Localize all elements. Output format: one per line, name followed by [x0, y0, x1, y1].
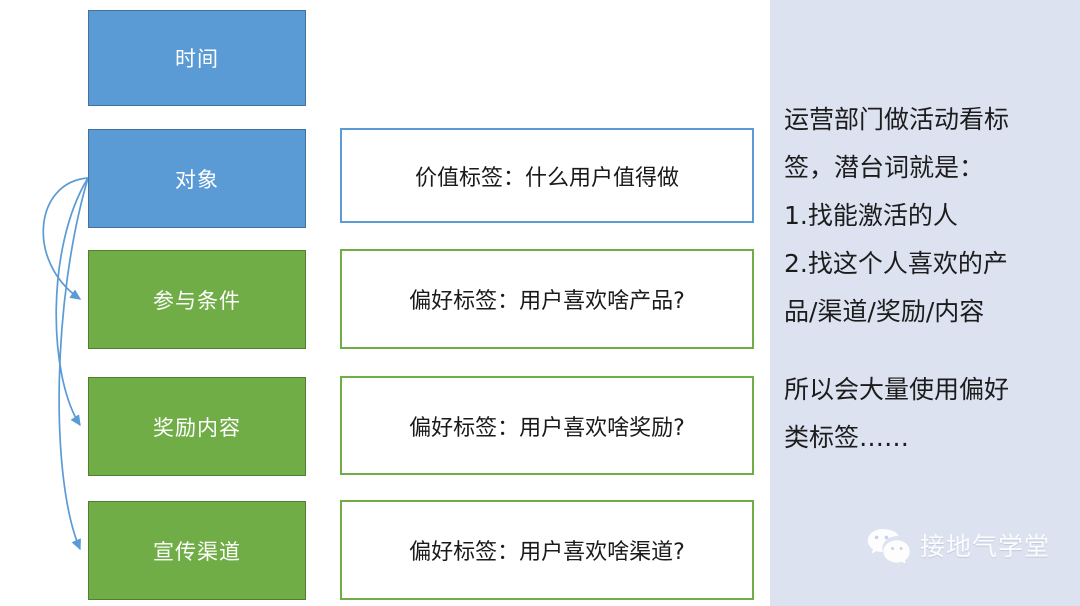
- note-line: 1.找能激活的人: [784, 201, 958, 230]
- note-line: 品/渠道/奖励/内容: [784, 297, 985, 326]
- arrow-to-xuanchuanqudao: [58, 177, 89, 551]
- arrow-to-canyutiaojian: [42, 177, 89, 300]
- note-line: 2.找这个人喜欢的产: [784, 249, 1008, 278]
- arrow-to-jianglineirong: [55, 177, 89, 427]
- detail-box-preference-tag-channel[interactable]: 偏好标签：用户喜欢啥渠道?: [340, 500, 754, 600]
- note-spacer: [784, 336, 1058, 366]
- note-line: 类标签……: [784, 423, 910, 452]
- wechat-icon: [866, 527, 912, 563]
- stage-label: 参与条件: [153, 288, 241, 313]
- stage-label: 宣传渠道: [153, 539, 241, 564]
- detail-text: 偏好标签：用户喜欢啥奖励?: [409, 415, 685, 441]
- detail-text: 偏好标签：用户喜欢啥产品?: [409, 289, 685, 314]
- stage-box-duixiang[interactable]: 对象: [88, 129, 306, 228]
- note-line: 所以会大量使用偏好: [784, 375, 1010, 404]
- stage-label: 时间: [175, 47, 219, 71]
- stage-box-xuanchuanqudao[interactable]: 宣传渠道: [88, 501, 306, 600]
- detail-box-preference-tag-reward[interactable]: 偏好标签：用户喜欢啥奖励?: [340, 376, 754, 475]
- arrow-group: [42, 177, 89, 551]
- stage-label: 奖励内容: [153, 415, 241, 440]
- sidebar-note-panel: 运营部门做活动看标 签，潜台词就是： 1.找能激活的人 2.找这个人喜欢的产 品…: [770, 0, 1080, 606]
- stage-label: 对象: [175, 167, 219, 192]
- note-line: 签，潜台词就是：: [784, 153, 985, 182]
- detail-box-preference-tag-product[interactable]: 偏好标签：用户喜欢啥产品?: [340, 249, 754, 349]
- watermark: 接地气学堂: [866, 527, 1050, 563]
- detail-box-value-tag[interactable]: 价值标签：什么用户值得做: [340, 128, 754, 223]
- stage-box-jianglineirong[interactable]: 奖励内容: [88, 377, 306, 476]
- stage-box-shijian[interactable]: 时间: [88, 10, 306, 106]
- watermark-text: 接地气学堂: [920, 532, 1051, 561]
- note-line: 运营部门做活动看标: [784, 105, 1010, 134]
- stage-box-canyutiaojian[interactable]: 参与条件: [88, 250, 306, 349]
- detail-text: 偏好标签：用户喜欢啥渠道?: [409, 540, 685, 565]
- detail-text: 价值标签：什么用户值得做: [414, 165, 679, 191]
